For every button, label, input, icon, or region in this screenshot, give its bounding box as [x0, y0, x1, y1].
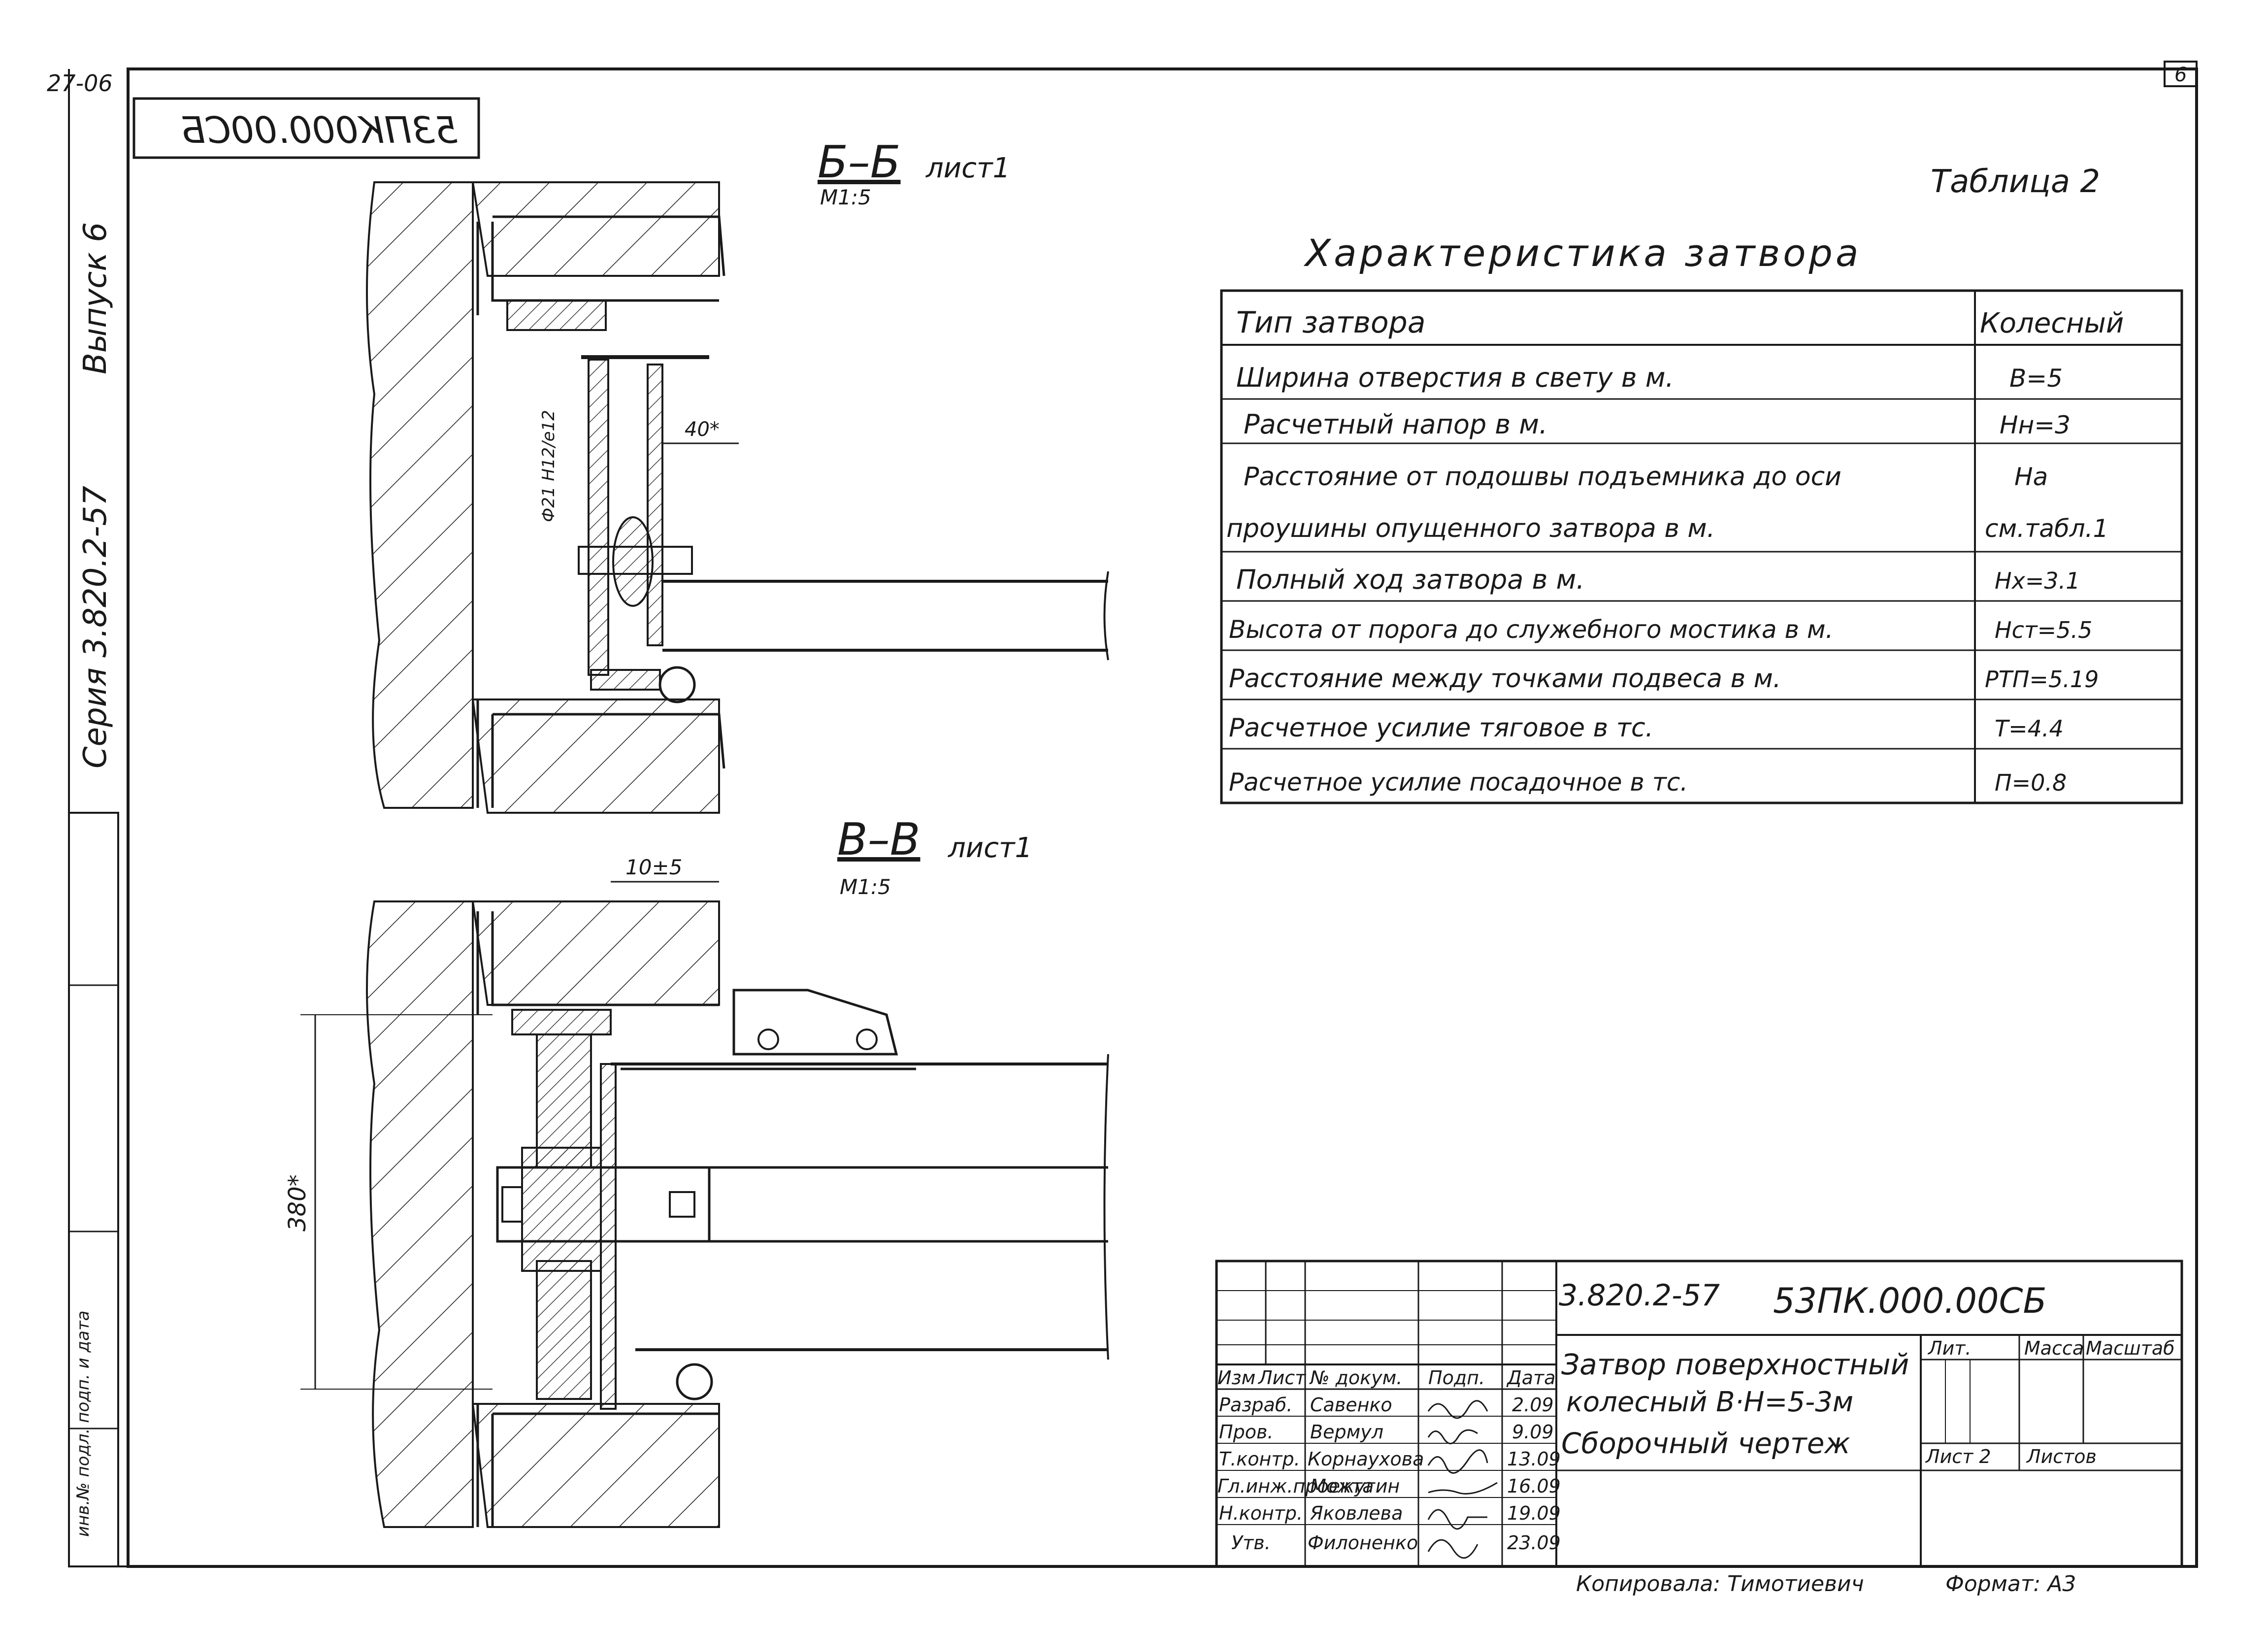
dim-gap: 10±5 [625, 855, 682, 879]
table2-grid [1220, 289, 2183, 804]
tb-role: Гл.инж.проекта [1217, 1475, 1374, 1497]
table2-header-param: Тип затвора [1236, 305, 1426, 340]
tb-mass-label: Масса [2024, 1337, 2084, 1359]
tb-person: Корнаухова [1308, 1448, 1424, 1470]
tb-doc-code: 3.820.2-57 [1559, 1278, 1720, 1313]
tb-role: Утв. [1231, 1532, 1271, 1554]
tb-col-sign: Подп. [1428, 1367, 1485, 1389]
tb-date: 2.09 [1512, 1394, 1554, 1416]
section-bb-title: Б–Б [818, 136, 901, 188]
tb-date: 19.09 [1507, 1502, 1561, 1524]
table2-row-param: Расчетный напор в м. [1244, 409, 1547, 440]
tb-role: Разраб. [1219, 1394, 1292, 1416]
tb-role: Н.контр. [1219, 1502, 1303, 1524]
table2-label: Таблица 2 [1931, 164, 2100, 200]
tb-sheet-label: Лист 2 [1925, 1446, 1991, 1467]
tb-person: Вермул [1310, 1421, 1383, 1443]
tb-date: 23.09 [1507, 1532, 1561, 1554]
table2-row-value: Нн=3 [2000, 411, 2071, 439]
table2-row-param: проушины опущенного затвора в м. [1226, 514, 1715, 543]
table2-row-value: Т=4.4 [1995, 715, 2064, 742]
copied-by: Копировала: Тимотиевич [1576, 1571, 1864, 1596]
tb-name-line2: колесный В·Н=5-3м [1566, 1386, 1853, 1418]
sheet-number: 6 [2174, 64, 2187, 86]
tb-name-line3: Сборочный чертеж [1561, 1427, 1850, 1460]
tb-lit-label: Лит. [1927, 1337, 1972, 1359]
section-bb-drawing: 40* Ф21 Н12/е12 [366, 181, 1109, 814]
tb-col-doc: № докум. [1309, 1367, 1402, 1389]
table2-row-param: Расстояние от подошвы подъемника до оси [1244, 462, 1841, 492]
tb-role: Пров. [1219, 1421, 1273, 1443]
format-label: Формат: А3 [1945, 1571, 2076, 1596]
tb-role: Т.контр. [1219, 1448, 1300, 1470]
table2-row-param: Высота от порога до служебного мостика в… [1229, 615, 1833, 644]
table2-title: Характеристика затвора [1303, 231, 1861, 275]
table2-row-param: Полный ход затвора в м. [1236, 564, 1584, 595]
tb-date: 13.09 [1507, 1448, 1561, 1470]
title-block-grid [1215, 1260, 2183, 1568]
section-bb-sheet-ref: лист1 [925, 152, 1010, 184]
section-vv-drawing: 380* 10±5 [284, 855, 1109, 1528]
table2-row-value: На [2014, 463, 2048, 491]
issue-text: Выпуск 6 [77, 222, 114, 374]
table2-row-value: В=5 [2009, 364, 2063, 393]
tb-name-line1: Затвор поверхностный [1561, 1348, 1909, 1381]
table2-header-value: Колесный [1980, 307, 2124, 339]
tb-col-list: Лист [1257, 1367, 1307, 1389]
section-vv-scale: М1:5 [840, 875, 891, 899]
tb-date: 9.09 [1512, 1421, 1554, 1443]
stamp-code: 53ПК000.00СБ [180, 109, 458, 152]
tb-person: Можугин [1310, 1475, 1400, 1497]
dim-380: 380* [284, 1174, 311, 1231]
dim-40: 40* [685, 418, 720, 441]
corner-label: 27-06 [47, 70, 113, 97]
tb-col-date: Дата [1506, 1367, 1555, 1389]
table2-row-value: Нх=3.1 [1995, 567, 2080, 594]
series-text: Серия 3.820.2-57 [77, 486, 114, 768]
table2-row-value: РТП=5.19 [1985, 666, 2099, 693]
table2-row-value: см.табл.1 [1985, 514, 2108, 543]
margin-text: инв.№ подл. подп. и дата [73, 1311, 93, 1537]
section-vv-title: В–В [837, 814, 920, 865]
tb-person: Яковлева [1310, 1502, 1403, 1524]
tb-date: 16.09 [1507, 1475, 1561, 1497]
table2-row-param: Расчетное усилие посадочное в тс. [1229, 768, 1688, 797]
tb-person: Савенко [1310, 1394, 1392, 1416]
table2-row-param: Расчетное усилие тяговое в тс. [1229, 713, 1653, 743]
table2-row-param: Ширина отверстия в свету в м. [1236, 362, 1674, 393]
table2-row-value: Нст=5.5 [1995, 617, 2092, 643]
tb-sheets-label: Листов [2026, 1446, 2097, 1467]
section-bb-scale: М1:5 [820, 185, 871, 209]
tb-person: Филоненко [1308, 1532, 1418, 1554]
section-vv-sheet-ref: лист1 [948, 832, 1032, 864]
stamp-box: 53ПК000.00СБ [132, 97, 480, 159]
tb-col-izm: Изм [1217, 1367, 1255, 1389]
tb-drawing-code: 53ПК.000.00СБ [1773, 1281, 2047, 1321]
dim-hole: Ф21 Н12/е12 [539, 410, 559, 522]
table2-row-param: Расстояние между точками подвеса в м. [1229, 664, 1781, 694]
tb-scale-label: Масштаб [2086, 1337, 2175, 1359]
table2-row-value: П=0.8 [1995, 769, 2067, 796]
signature-marks [1427, 1400, 1498, 1559]
